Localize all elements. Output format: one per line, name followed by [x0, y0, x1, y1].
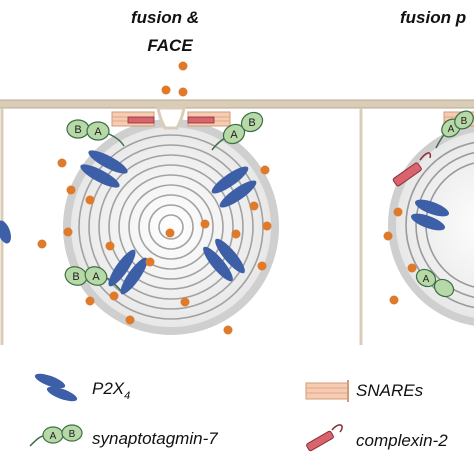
- complexin-panel2: [392, 152, 432, 187]
- p2x4-lower-left: [108, 249, 148, 295]
- svg-text:A: A: [448, 124, 455, 135]
- legend-p2x4-subscript: 4: [124, 390, 130, 402]
- svg-text:B: B: [72, 271, 79, 283]
- legend-synaptotagmin: A B synaptotagmin-7: [29, 424, 218, 448]
- legend-p2x4-label: P2X: [92, 379, 125, 398]
- svg-text:A: A: [50, 431, 57, 442]
- legend-p2x4: P2X4: [34, 373, 130, 402]
- legend-complexin-label: complexin-2: [356, 431, 448, 450]
- svg-text:B: B: [461, 116, 468, 127]
- p2x4-panel2-upper: [410, 199, 450, 231]
- synaptotagmin-legend-icon: A B: [29, 424, 83, 447]
- synaptotagmin-upper-left: B A: [66, 119, 125, 147]
- svg-text:A: A: [230, 129, 238, 141]
- snare-complex-left: [111, 111, 155, 127]
- synaptotagmin-panel2-lower: A: [415, 268, 455, 298]
- p2x4-lower-right: [203, 238, 245, 282]
- legend-snares-label: SNAREs: [356, 381, 424, 400]
- svg-text:B: B: [74, 124, 81, 136]
- vesicle-fusion-face: [63, 106, 279, 335]
- p2x4-upper-right: [211, 166, 257, 208]
- svg-text:A: A: [423, 274, 430, 285]
- legend-snares: SNAREs: [305, 380, 424, 402]
- synaptotagmin-lower-left: B A: [64, 266, 123, 293]
- p2x4-far-left: [0, 220, 11, 244]
- plasma-membrane: [0, 99, 474, 109]
- p2x4-legend-icon: [34, 373, 78, 402]
- cargo-molecules: [37, 61, 417, 335]
- panel-1-title-line2: FACE: [147, 36, 193, 55]
- svg-text:B: B: [69, 429, 76, 440]
- panel-1-title-line1: fusion &: [131, 8, 199, 27]
- svg-text:B: B: [248, 117, 255, 129]
- synaptotagmin-upper-right: A B: [211, 111, 264, 151]
- synaptotagmin-panel2: A B: [435, 110, 474, 149]
- legend-complexin: complexin-2: [306, 424, 448, 452]
- snare-legend-icon: [305, 380, 349, 402]
- legend-synaptotagmin-label: synaptotagmin-7: [92, 429, 218, 448]
- svg-text:A: A: [94, 126, 102, 138]
- panel-2-title-line1: fusion p: [400, 8, 466, 27]
- snare-complex-right: [187, 111, 231, 127]
- svg-text:P2X4: P2X4: [92, 379, 130, 402]
- complexin-legend-icon: [306, 424, 343, 452]
- svg-text:A: A: [92, 271, 100, 283]
- p2x4-upper-left: [80, 150, 128, 188]
